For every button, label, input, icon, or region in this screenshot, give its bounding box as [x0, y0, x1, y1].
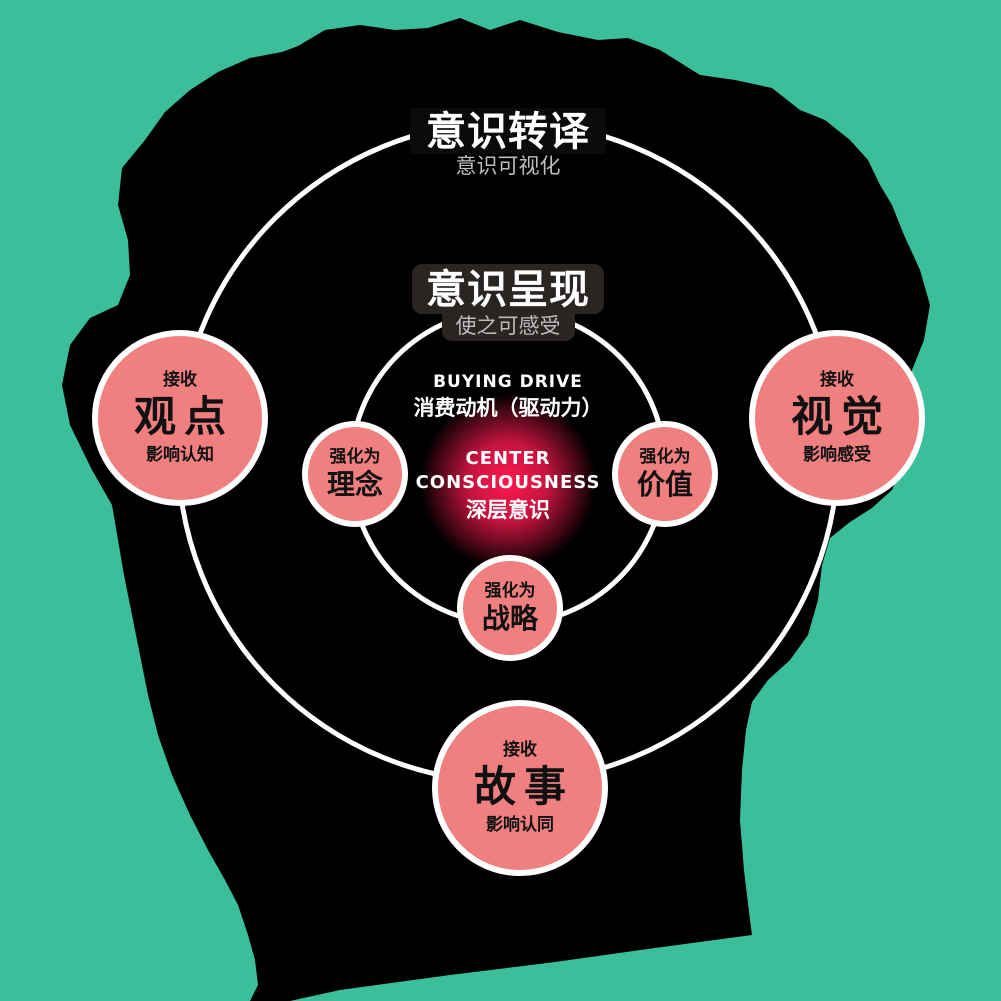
node-visual-main: 视觉	[790, 392, 891, 441]
consciousness-label: CONSCIOUSNESS	[415, 472, 601, 493]
node-concept-top: 强化为	[329, 447, 381, 467]
inner-ring-title: 意识呈现	[412, 264, 604, 314]
node-value-top: 强化为	[639, 447, 691, 467]
inner-ring-subtitle: 使之可感受	[441, 314, 575, 341]
inner-ring-header: 意识呈现 使之可感受	[412, 264, 604, 341]
node-viewpoint-bottom: 影响认知	[146, 445, 214, 465]
node-strategy-top: 强化为	[484, 581, 536, 601]
center-label: CENTER	[465, 448, 551, 469]
center-glow	[420, 394, 596, 570]
node-concept-main: 理念	[326, 468, 383, 501]
outer-ring-title: 意识转译	[410, 108, 606, 154]
node-value: 强化为 价值	[612, 421, 718, 527]
node-story-bottom: 影响认同	[486, 815, 554, 835]
node-value-main: 价值	[636, 468, 693, 501]
node-visual: 接收 视觉 影响感受	[749, 330, 925, 506]
node-story-top: 接收	[503, 740, 537, 760]
node-strategy: 强化为 战略	[457, 555, 563, 661]
deep-consciousness-label: 深层意识	[466, 498, 550, 522]
node-viewpoint-main: 观点	[133, 392, 234, 441]
node-visual-top: 接收	[820, 370, 854, 390]
buying-drive-cn-label: 消费动机（驱动力）	[413, 396, 603, 420]
node-viewpoint: 接收 观点 影响认知	[92, 330, 268, 506]
outer-ring-header: 意识转译 意识可视化	[410, 108, 606, 178]
node-viewpoint-top: 接收	[163, 370, 197, 390]
node-story-main: 故事	[473, 762, 574, 811]
node-strategy-main: 战略	[481, 602, 538, 635]
outer-ring-subtitle: 意识可视化	[455, 154, 561, 178]
node-concept: 强化为 理念	[302, 421, 408, 527]
node-story: 接收 故事 影响认同	[432, 700, 608, 876]
buying-drive-label: BUYING DRIVE	[433, 372, 583, 392]
node-visual-bottom: 影响感受	[803, 445, 871, 465]
